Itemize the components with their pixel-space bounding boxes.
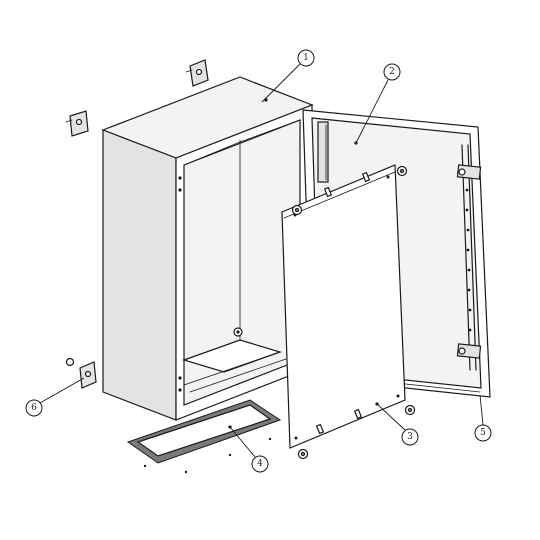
- callout-label-1: 1: [303, 53, 309, 63]
- plate-bolt-bottom-left: [297, 448, 309, 460]
- door-hinge-bottom: [456, 343, 482, 359]
- callout-label-6: 6: [31, 403, 37, 413]
- callout-2: 2: [354, 63, 401, 145]
- callout-label-4: 4: [257, 459, 263, 469]
- callout-4: 4: [228, 425, 269, 473]
- callout-label-2: 2: [389, 67, 395, 77]
- callout-label-5: 5: [480, 428, 486, 438]
- wall-bracket-upper-left: [65, 110, 89, 137]
- callout-1: 1: [261, 49, 315, 103]
- wall-bracket-lower-left: [65, 357, 97, 389]
- callout-label-3: 3: [407, 432, 413, 442]
- mounting-plate: [281, 164, 416, 460]
- enclosure-body: [101, 76, 314, 421]
- callout-5: 5: [474, 394, 492, 442]
- plate-bolt-top-left: [291, 204, 303, 216]
- plate-bolt-bottom-right: [404, 404, 416, 416]
- plate-bolt-top-right: [396, 165, 408, 177]
- callout-6: 6: [25, 377, 85, 417]
- wall-bracket-top: [185, 59, 209, 87]
- callout-3: 3: [375, 402, 419, 446]
- door-hinge-top: [456, 164, 482, 180]
- gland-plate-gasket: [126, 399, 282, 474]
